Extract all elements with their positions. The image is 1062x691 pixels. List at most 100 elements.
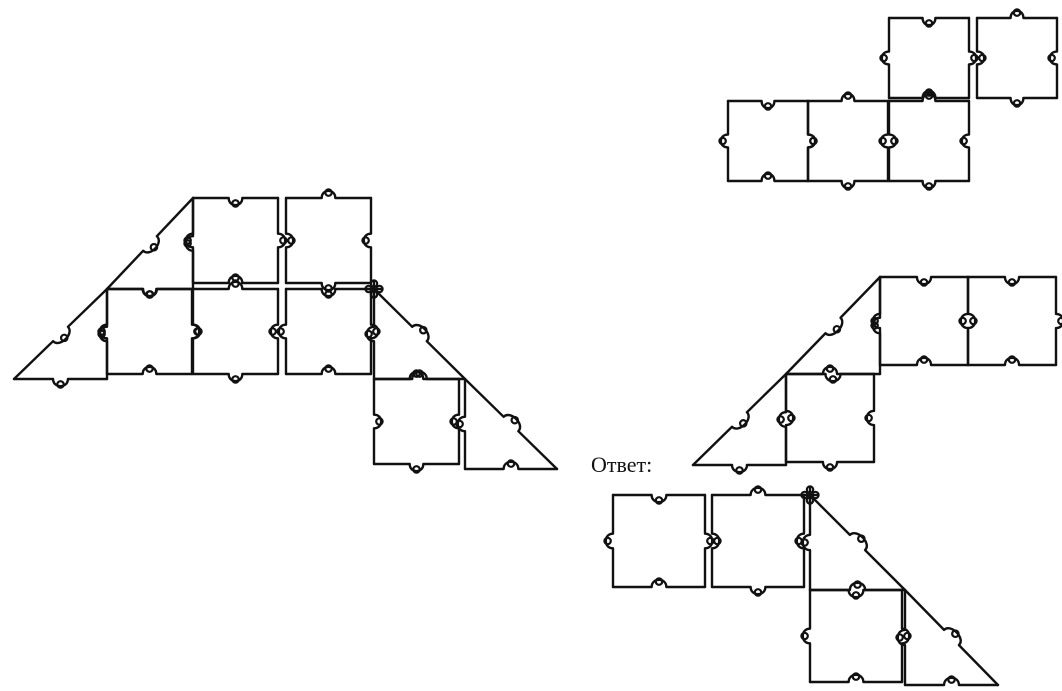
puzzle-knob	[1047, 53, 1056, 63]
tile-edge	[372, 370, 467, 381]
puzzle-knob	[924, 182, 934, 191]
puzzle-knob	[276, 327, 285, 336]
puzzle-knob	[800, 631, 809, 641]
puzzle-knob	[231, 199, 240, 208]
tile-edge	[808, 493, 907, 592]
puzzle-knob	[415, 369, 424, 378]
tile-edge	[879, 99, 890, 183]
puzzle-knob	[56, 380, 65, 389]
tile-edge	[966, 356, 1058, 367]
puzzle-knob	[59, 333, 69, 343]
tile-edge	[191, 196, 280, 207]
puzzle-knob	[1057, 316, 1062, 326]
tile-edge	[878, 275, 970, 286]
puzzle-knob	[870, 316, 879, 326]
puzzle-knob	[924, 19, 934, 28]
puzzle-knob	[455, 419, 464, 429]
puzzle-knob	[919, 355, 929, 364]
answer-piece-with-triangles-right	[603, 485, 1000, 687]
puzzle-knob	[895, 633, 904, 642]
puzzle-knob	[828, 375, 838, 384]
tile-edge	[284, 196, 295, 285]
puzzle-knob	[969, 316, 978, 326]
puzzle-knob	[718, 136, 727, 146]
puzzle-knob	[1012, 99, 1022, 108]
tile-edge	[284, 189, 373, 200]
tile-edge	[784, 372, 882, 383]
tile-edge	[710, 486, 806, 497]
tile-edge	[903, 588, 1000, 687]
tile-edge	[12, 287, 109, 381]
tile-edge	[372, 462, 461, 473]
puzzle-knob	[145, 290, 155, 299]
puzzle-knob	[735, 466, 744, 475]
puzzle-knob	[324, 290, 333, 299]
tile-edge	[967, 16, 978, 100]
puzzle-knob	[324, 364, 333, 373]
puzzle-knob	[851, 672, 861, 681]
puzzle-knob	[825, 364, 835, 373]
tile-edge	[710, 585, 806, 596]
puzzle-knob	[947, 675, 956, 684]
puzzle-knob	[369, 290, 379, 299]
tile-edge	[887, 179, 971, 190]
puzzle-knob	[878, 136, 887, 146]
puzzle-knob	[375, 417, 384, 426]
puzzle-knob	[879, 53, 888, 63]
tile-edge	[726, 99, 810, 110]
answer-piece-with-triangle-left	[691, 275, 1062, 475]
puzzle-knob	[603, 536, 612, 546]
puzzle-knob	[1012, 8, 1022, 17]
tile-edge	[105, 365, 194, 376]
tile-edge	[611, 578, 707, 589]
puzzle-knob	[324, 188, 333, 197]
tile-edge	[372, 377, 383, 466]
tile-edge	[896, 588, 907, 687]
puzzle-knob	[919, 278, 929, 287]
tile-edge	[98, 287, 109, 381]
tile-edge	[726, 172, 810, 183]
tile-edge	[691, 372, 788, 467]
puzzle-knob	[279, 236, 288, 245]
tile-edge	[808, 673, 904, 684]
tile-edge	[611, 493, 707, 504]
puzzle-knob	[924, 91, 934, 100]
puzzle-knob	[145, 364, 154, 373]
tile-edge	[806, 179, 890, 190]
tile-edge	[903, 676, 1000, 687]
puzzle-knob	[776, 415, 785, 424]
tile-edge	[456, 377, 467, 471]
tile-edge	[191, 274, 280, 285]
tile-edge	[777, 372, 788, 467]
tile-edge	[284, 287, 373, 298]
puzzle-knob	[418, 325, 428, 335]
puzzle-knob	[787, 413, 796, 423]
tile-edge	[362, 196, 373, 285]
puzzle-knob	[510, 415, 520, 425]
tile-edge	[105, 287, 195, 298]
tile-edge	[975, 9, 1059, 20]
tile-edge	[887, 99, 898, 183]
tile-edge	[966, 275, 1058, 286]
tile-edge	[269, 287, 280, 376]
puzzle-knob	[809, 136, 818, 146]
puzzle-knob	[753, 588, 763, 597]
puzzle-knob	[1007, 278, 1017, 287]
puzzle-knob	[951, 629, 960, 639]
puzzle-knob	[369, 279, 379, 288]
puzzle-knob	[231, 279, 240, 288]
puzzle-knob	[763, 102, 773, 111]
tile-edge	[887, 16, 971, 27]
tile-edge	[960, 99, 971, 183]
puzzle-knob	[364, 329, 373, 339]
tile-edge	[975, 16, 986, 100]
tile-edge	[276, 196, 287, 285]
tile-edge	[463, 377, 559, 471]
puzzle-knob	[149, 242, 159, 252]
puzzle-knob	[805, 496, 815, 505]
tile-edge	[719, 99, 730, 183]
answer-label: Ответ:	[591, 452, 653, 477]
puzzle-knob	[970, 53, 979, 63]
puzzle-knob	[851, 591, 861, 600]
